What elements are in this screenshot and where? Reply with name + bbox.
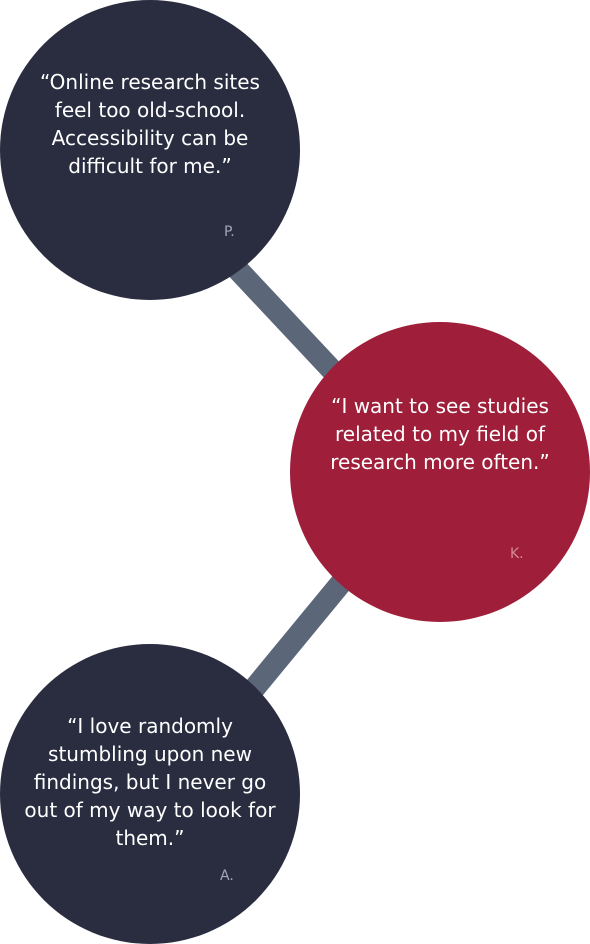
quote-bubble-k: “I want to see studies related to my fie… <box>290 322 590 622</box>
quote-bubble-p: “Online research sites feel too old-scho… <box>0 0 300 300</box>
quote-author: A. <box>220 868 234 884</box>
quote-author: K. <box>510 546 524 562</box>
quote-bubble-a: “I love randomly stumbling upon new find… <box>0 644 300 944</box>
quote-text: “I want to see studies related to my fie… <box>330 394 550 474</box>
quote-text: “Online research sites feel too old-scho… <box>40 70 260 178</box>
quote-text: “I love randomly stumbling upon new find… <box>24 714 276 850</box>
quote-author: P. <box>224 224 235 240</box>
